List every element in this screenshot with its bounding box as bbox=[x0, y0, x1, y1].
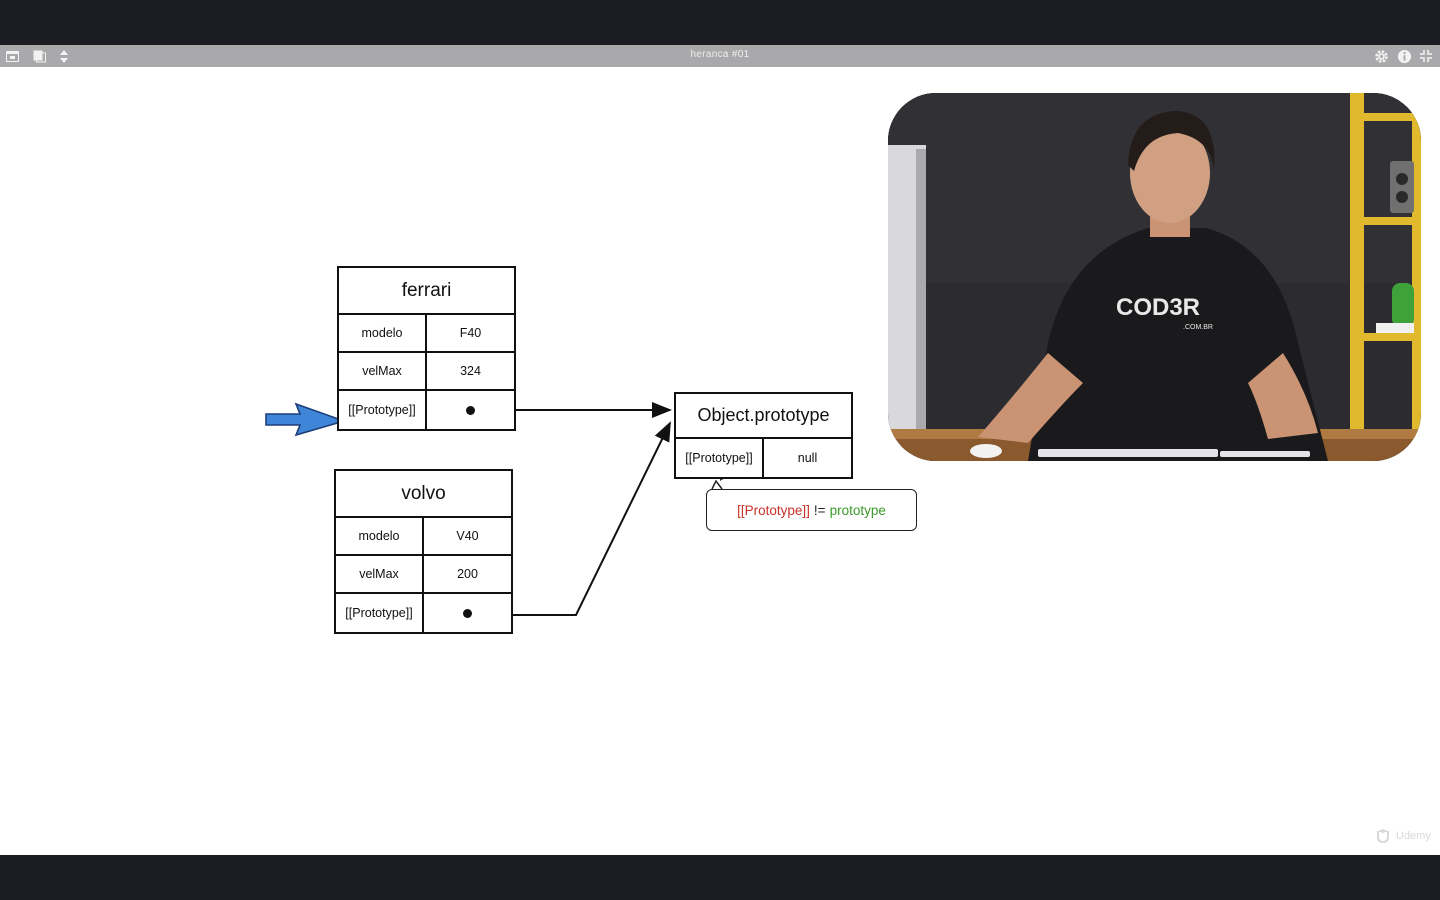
bottom-letterbox bbox=[0, 855, 1440, 900]
ferrari-object: ferrari modelo F40 velMax 324 [[Prototyp… bbox=[337, 266, 516, 431]
field-name: [[Prototype]] bbox=[336, 594, 424, 632]
pointer-arrow bbox=[265, 402, 347, 437]
object-prototype: Object.prototype [[Prototype]] null bbox=[674, 392, 853, 479]
object-row: [[Prototype]] bbox=[336, 594, 511, 632]
window-icon[interactable] bbox=[4, 48, 20, 64]
field-value: F40 bbox=[459, 326, 482, 340]
udemy-watermark: Udemy bbox=[1376, 829, 1431, 843]
gear-icon[interactable] bbox=[1373, 48, 1389, 64]
field-value: V40 bbox=[456, 529, 479, 543]
callout-left: [[Prototype]] bbox=[737, 502, 810, 518]
prototype-pointer bbox=[427, 391, 514, 429]
object-row: velMax 200 bbox=[336, 556, 511, 594]
shirt-logo: COD3R bbox=[1116, 294, 1200, 321]
viewer-toolbar: heranca #01 bbox=[0, 45, 1440, 67]
callout-right: prototype bbox=[829, 502, 886, 518]
udemy-logo-icon bbox=[1377, 829, 1389, 843]
top-letterbox bbox=[0, 0, 1440, 45]
callout-note: [[Prototype]] != prototype bbox=[706, 489, 917, 531]
field-name: [[Prototype]] bbox=[676, 439, 764, 477]
fullscreen-icon[interactable] bbox=[1418, 48, 1434, 64]
field-name: modelo bbox=[336, 518, 424, 554]
prototype-pointer bbox=[424, 594, 511, 632]
video-title: heranca #01 bbox=[690, 49, 750, 60]
instructor-video-frame: COD3R .COM.BR bbox=[888, 93, 1421, 461]
pointer-dot bbox=[466, 405, 475, 415]
volvo-object: volvo modelo V40 velMax 200 [[Prototype]… bbox=[334, 469, 513, 634]
field-name: velMax bbox=[336, 556, 424, 592]
callout-operator: != bbox=[813, 502, 826, 518]
object-title: Object.prototype bbox=[676, 394, 851, 439]
object-row: velMax 324 bbox=[339, 353, 514, 391]
object-title: ferrari bbox=[339, 268, 514, 315]
udemy-brand: Udemy bbox=[1396, 830, 1431, 842]
sort-icon[interactable] bbox=[56, 48, 72, 64]
field-value: 200 bbox=[457, 567, 478, 581]
object-row: modelo F40 bbox=[339, 315, 514, 353]
field-value: 324 bbox=[460, 364, 481, 378]
field-name: velMax bbox=[339, 353, 427, 389]
object-row: [[Prototype]] bbox=[339, 391, 514, 429]
shirt-logo-sub: .COM.BR bbox=[1183, 324, 1213, 331]
info-icon[interactable] bbox=[1396, 48, 1412, 64]
object-title: volvo bbox=[336, 471, 511, 518]
field-name: modelo bbox=[339, 315, 427, 351]
field-value: null bbox=[797, 451, 818, 465]
webcam-overlay: COD3R .COM.BR bbox=[888, 93, 1421, 461]
field-name: [[Prototype]] bbox=[339, 391, 427, 429]
copy-icon[interactable] bbox=[32, 48, 48, 64]
callout-tail bbox=[711, 479, 723, 490]
object-row: [[Prototype]] null bbox=[676, 439, 851, 477]
object-row: modelo V40 bbox=[336, 518, 511, 556]
slide-canvas: ferrari modelo F40 velMax 324 [[Prototyp… bbox=[0, 67, 1440, 855]
pointer-dot bbox=[463, 608, 472, 618]
